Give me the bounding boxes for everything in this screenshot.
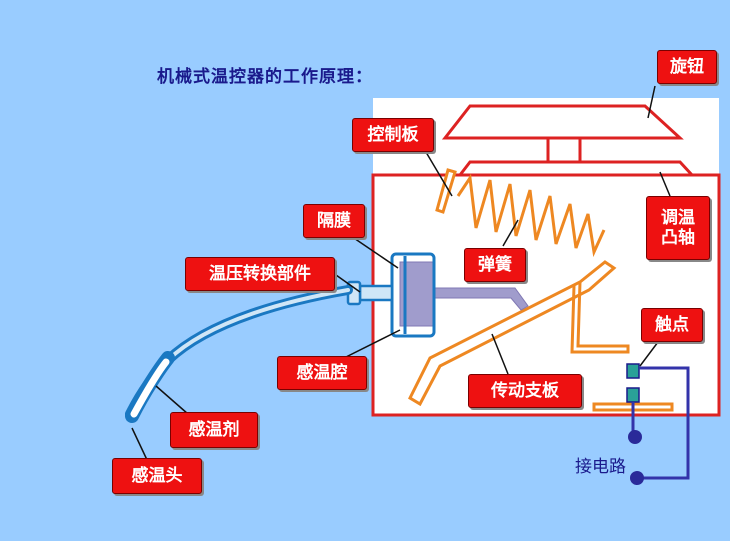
label-temp-pressure-converter: 温压转换部件 bbox=[185, 257, 335, 291]
upper-contact-block bbox=[626, 363, 640, 379]
contact-base-shape bbox=[592, 402, 674, 412]
temp-adjust-cam-shape bbox=[458, 160, 694, 177]
circuit-terminal-1 bbox=[628, 430, 642, 444]
label-sensing-agent: 感温剂 bbox=[170, 412, 258, 448]
label-circuit: 接电路 bbox=[575, 457, 626, 477]
knob-shape bbox=[441, 104, 684, 140]
label-spring: 弹簧 bbox=[464, 248, 526, 282]
leader-knob bbox=[647, 85, 656, 119]
circuit-wire-upper bbox=[638, 366, 690, 480]
label-temp-adjust-cam: 调温 凸轴 bbox=[646, 196, 710, 260]
transmission-plate-shape bbox=[408, 260, 617, 407]
leader-head bbox=[131, 427, 149, 463]
label-sensing-chamber: 感温腔 bbox=[277, 356, 367, 390]
page-title: 机械式温控器的工作原理： bbox=[157, 67, 373, 87]
leader-contact bbox=[639, 341, 659, 367]
capillary-tube-outer bbox=[125, 285, 353, 419]
leader-transmission bbox=[491, 333, 509, 375]
leader-agent bbox=[155, 385, 189, 415]
leader-cam bbox=[659, 171, 671, 197]
label-transmission-plate: 传动支板 bbox=[468, 374, 582, 408]
leader-diaphragm bbox=[344, 231, 399, 269]
lever-arm-shape bbox=[570, 281, 630, 354]
label-sensing-head: 感温头 bbox=[112, 458, 202, 494]
leader-chamber bbox=[339, 329, 401, 361]
leader-spring bbox=[502, 219, 519, 247]
label-knob: 旋钮 bbox=[657, 50, 717, 84]
label-diaphragm: 隔膜 bbox=[303, 204, 365, 238]
sensing-agent-fill bbox=[130, 358, 170, 418]
label-control-plate: 控制板 bbox=[352, 118, 434, 152]
leader-converter bbox=[335, 274, 361, 293]
lower-contact-block bbox=[626, 387, 640, 403]
capillary-tube-inner bbox=[128, 288, 350, 416]
spring-coil bbox=[456, 173, 606, 258]
circuit-terminal-2 bbox=[630, 471, 644, 485]
tube-connector bbox=[358, 284, 394, 302]
label-contact: 触点 bbox=[641, 308, 703, 342]
